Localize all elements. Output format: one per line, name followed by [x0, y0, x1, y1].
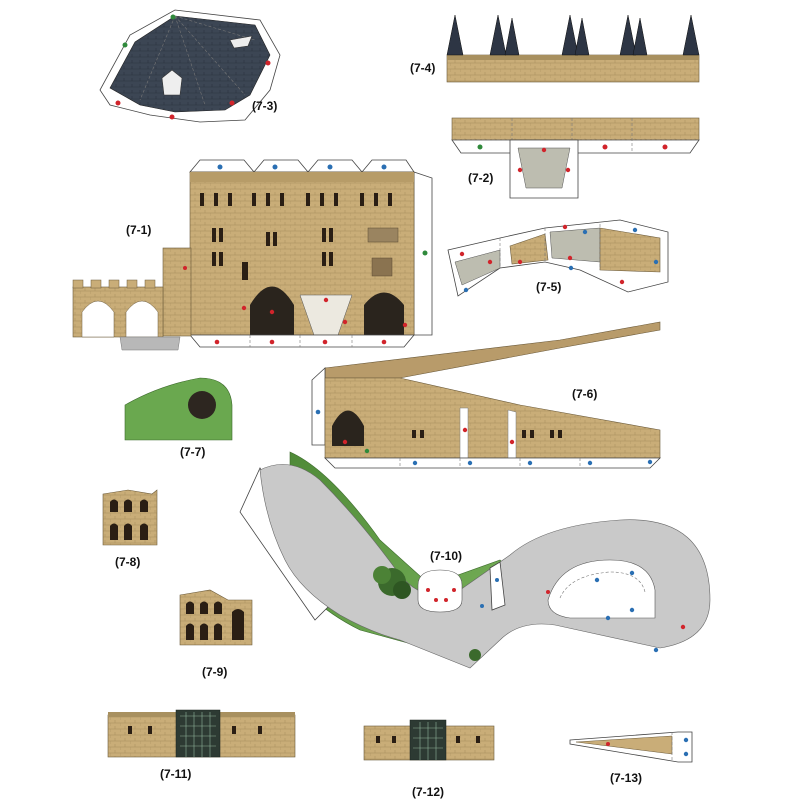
- label-7-9: (7-9): [202, 665, 227, 679]
- part-7-10-road-base: (7-10): [239, 451, 711, 669]
- label-7-6: (7-6): [572, 387, 597, 401]
- part-7-11-gate-wall: (7-11): [107, 709, 296, 781]
- label-7-10: (7-10): [430, 549, 462, 563]
- part-7-2-wall-strip: (7-2): [451, 117, 700, 199]
- label-7-13: (7-13): [610, 771, 642, 785]
- label-7-4: (7-4): [410, 61, 435, 75]
- part-7-1-gatehouse: (7-1): [72, 159, 433, 351]
- part-7-12-gate-wall: (7-12): [363, 719, 495, 799]
- label-7-5: (7-5): [536, 280, 561, 294]
- part-7-5-stair-piece: (7-5): [447, 219, 669, 297]
- label-7-3: (7-3): [252, 99, 277, 113]
- part-7-4-wall-spires: (7-4): [410, 14, 700, 83]
- label-7-1: (7-1): [126, 223, 151, 237]
- label-7-12: (7-12): [412, 785, 444, 799]
- part-7-6-ramp-wall: (7-6): [311, 321, 661, 469]
- label-7-8: (7-8): [115, 555, 140, 569]
- part-7-7-grass-tile: (7-7): [124, 377, 233, 459]
- part-7-3-roof: (7-3): [99, 9, 281, 123]
- part-7-13-tapered-strip: (7-13): [569, 731, 693, 785]
- label-7-2: (7-2): [468, 171, 493, 185]
- label-7-7: (7-7): [180, 445, 205, 459]
- label-7-11: (7-11): [160, 767, 191, 781]
- part-7-9-arcade: (7-9): [179, 589, 253, 679]
- part-7-8-arcade: (7-8): [102, 489, 158, 569]
